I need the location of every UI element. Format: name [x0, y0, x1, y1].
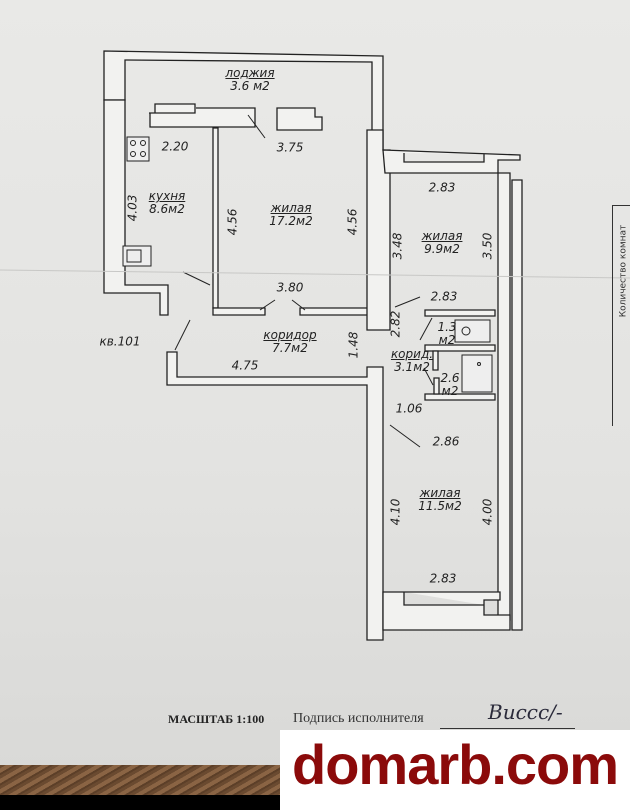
dim-room2-left: 3.48	[390, 232, 405, 260]
dim-room2-top: 2.83	[428, 180, 456, 195]
corridor-wall	[166, 351, 384, 641]
dim-kitchen-height: 4.03	[125, 194, 140, 222]
dim-corridor-left: 2.82	[388, 310, 403, 338]
dim-corridor-width: 1.48	[346, 331, 361, 359]
watermark: domarb.com	[280, 730, 630, 810]
room2-window	[382, 149, 521, 174]
kitchen-living-wall	[212, 127, 219, 309]
watermark-text: domarb.com	[292, 733, 619, 796]
kitchen-window	[149, 103, 256, 128]
room-corridor-2: корид.3.1м2	[391, 348, 433, 374]
stove-icon	[126, 136, 150, 162]
sink-icon	[122, 245, 152, 267]
dim-room3-bottom: 2.83	[429, 571, 457, 586]
dim-room3-right: 4.00	[480, 498, 495, 526]
wooden-table-background	[0, 765, 290, 795]
dim-living-top: 3.75	[276, 140, 304, 155]
black-bar	[0, 795, 290, 810]
scale-label: МАСШТАБ 1:100	[168, 712, 265, 726]
room-area: 3.6 м2	[230, 79, 270, 93]
side-table-header: Количество комнат	[618, 224, 629, 318]
right-outer-wall-2	[511, 179, 523, 631]
room-area: 3.1м2	[394, 360, 430, 374]
dim-room3-top: 2.86	[432, 434, 460, 449]
room-name: корид.	[390, 347, 434, 361]
room3-window	[382, 591, 511, 631]
dim-room2-bottom: 2.83	[430, 289, 458, 304]
room-name: жилая	[419, 486, 461, 500]
room-name: кухня	[148, 189, 186, 203]
signature-label: Подпись исполнителя	[293, 711, 424, 726]
dim-living-bottom: 3.80	[276, 280, 304, 295]
room-area: 8.6м2	[149, 202, 185, 216]
room-area: 7.7м2	[272, 341, 308, 355]
bath-divider	[432, 350, 440, 395]
dim-kitchen-width: 2.20	[161, 139, 189, 154]
dim-living-left: 4.56	[225, 208, 240, 236]
living-window	[276, 107, 323, 131]
room-name: жилая	[421, 229, 463, 243]
bath-wall	[424, 309, 496, 401]
dim-living-right: 4.56	[345, 208, 360, 236]
side-table: Количество комнат	[612, 205, 630, 426]
room-area: 17.2м2	[269, 214, 313, 228]
living-bottom-wall	[212, 307, 369, 316]
room-name: коридор	[263, 328, 317, 342]
room-name: жилая	[270, 201, 312, 215]
dim-room2-right: 3.50	[480, 232, 495, 260]
toilet-icon	[454, 319, 491, 343]
dim-room3-left: 4.10	[388, 498, 403, 526]
floor-plan	[0, 50, 630, 641]
paper-fold	[0, 269, 630, 279]
kitchen-outer-wall	[103, 99, 169, 316]
apartment-number: кв.101	[99, 334, 141, 349]
dim-corridor-length: 4.75	[231, 358, 259, 373]
room-name: лоджия	[225, 66, 275, 80]
room-area: 11.5м2	[418, 499, 462, 513]
room-area: 9.9м2	[424, 242, 460, 256]
signature: Виссс/-	[488, 700, 563, 724]
right-outer-wall	[497, 172, 511, 621]
dim-corridor2-width: 1.06	[395, 401, 423, 416]
bathtub-icon	[461, 354, 493, 393]
signature-line	[440, 728, 575, 729]
